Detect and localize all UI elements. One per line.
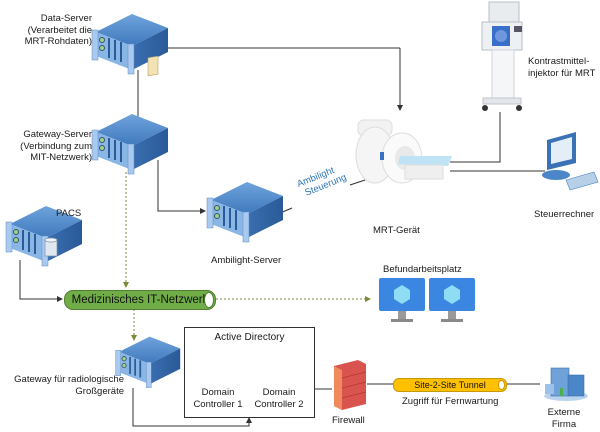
active-directory-title: Active Directory (214, 332, 285, 343)
link-gateway-to-ambilight (157, 160, 206, 214)
dc2-desc: Controller 2 (254, 398, 304, 410)
document-icon (147, 55, 159, 77)
link-mrt-to-injector (450, 112, 501, 163)
extern-title: Externe (547, 407, 581, 418)
firewall-icon[interactable] (334, 360, 367, 410)
tunnel-caption: Zugriff für Fernwartung (402, 396, 499, 407)
mri-scanner-icon[interactable] (355, 119, 452, 184)
gateway-radio-label: Gateway für radiologische Großgeräte (0, 374, 124, 397)
monitor-icon[interactable] (379, 278, 425, 322)
network-medizinisch[interactable]: Medizinisches IT-Netzwerk (64, 290, 216, 310)
building-icon[interactable] (544, 367, 588, 401)
gateway-radio-title: Gateway für radiologische (14, 374, 124, 385)
dc1-title: Domain (201, 387, 235, 398)
injector-desc: injektor für MRT (528, 67, 596, 79)
dc2-label: Domain Controller 2 (249, 387, 309, 410)
link-ambilight-to-mrt-b (349, 179, 366, 186)
database-icon (44, 237, 58, 257)
dc1-label: Domain Controller 1 (189, 387, 247, 410)
gateway-server-desc1: (Verbindung zum (20, 140, 92, 152)
steuerrechner-label: Steuerrechner (534, 209, 595, 220)
workstation-icon[interactable] (542, 132, 599, 191)
gateway-server-label: Gateway-Server (Verbindung zum MIT-Netzw… (0, 129, 92, 164)
gateway-server-desc2: MIT-Netzwerk) (30, 152, 92, 163)
gateway-radio-server-icon[interactable] (114, 335, 182, 389)
data-server-title: Data-Server (40, 13, 92, 24)
ambilight-server-icon[interactable] (206, 181, 284, 243)
ambilight-server-label: Ambilight-Server (211, 255, 282, 266)
pacs-label: PACS (56, 208, 82, 219)
link-gateway-radio-to-ad (132, 388, 252, 427)
dc1-desc: Controller 1 (193, 398, 243, 410)
befund-label: Befundarbeitsplatz (383, 264, 462, 275)
mrt-label: MRT-Gerät (373, 225, 420, 236)
active-directory-box: Active Directory Domain Controller 1 Dom… (184, 327, 315, 418)
data-server-label: Data-Server (Verarbeitet die MRT-Rohdate… (0, 13, 92, 48)
gateway-radio-desc: Großgeräte (75, 385, 124, 397)
dc2-title: Domain (262, 387, 296, 398)
data-server-desc1: (Verarbeitet die (27, 24, 92, 36)
connections (19, 47, 545, 427)
gateway-server-title: Gateway-Server (23, 129, 92, 140)
contrast-injector-icon[interactable] (481, 1, 523, 111)
data-server-desc2: MRT-Rohdaten) (24, 36, 92, 47)
extern-desc: Firma (551, 418, 577, 430)
injector-title: Kontrastmittel- (528, 56, 590, 67)
extern-label: Externe Firma (540, 407, 588, 430)
site-2-site-tunnel[interactable]: Site-2-Site Tunnel (393, 378, 507, 392)
gateway-server-icon[interactable] (91, 113, 169, 175)
firewall-label: Firewall (332, 415, 365, 426)
injector-label: Kontrastmittel- injektor für MRT (528, 56, 595, 79)
link-pacs-to-network (19, 260, 63, 302)
monitor-icon[interactable] (429, 278, 475, 322)
